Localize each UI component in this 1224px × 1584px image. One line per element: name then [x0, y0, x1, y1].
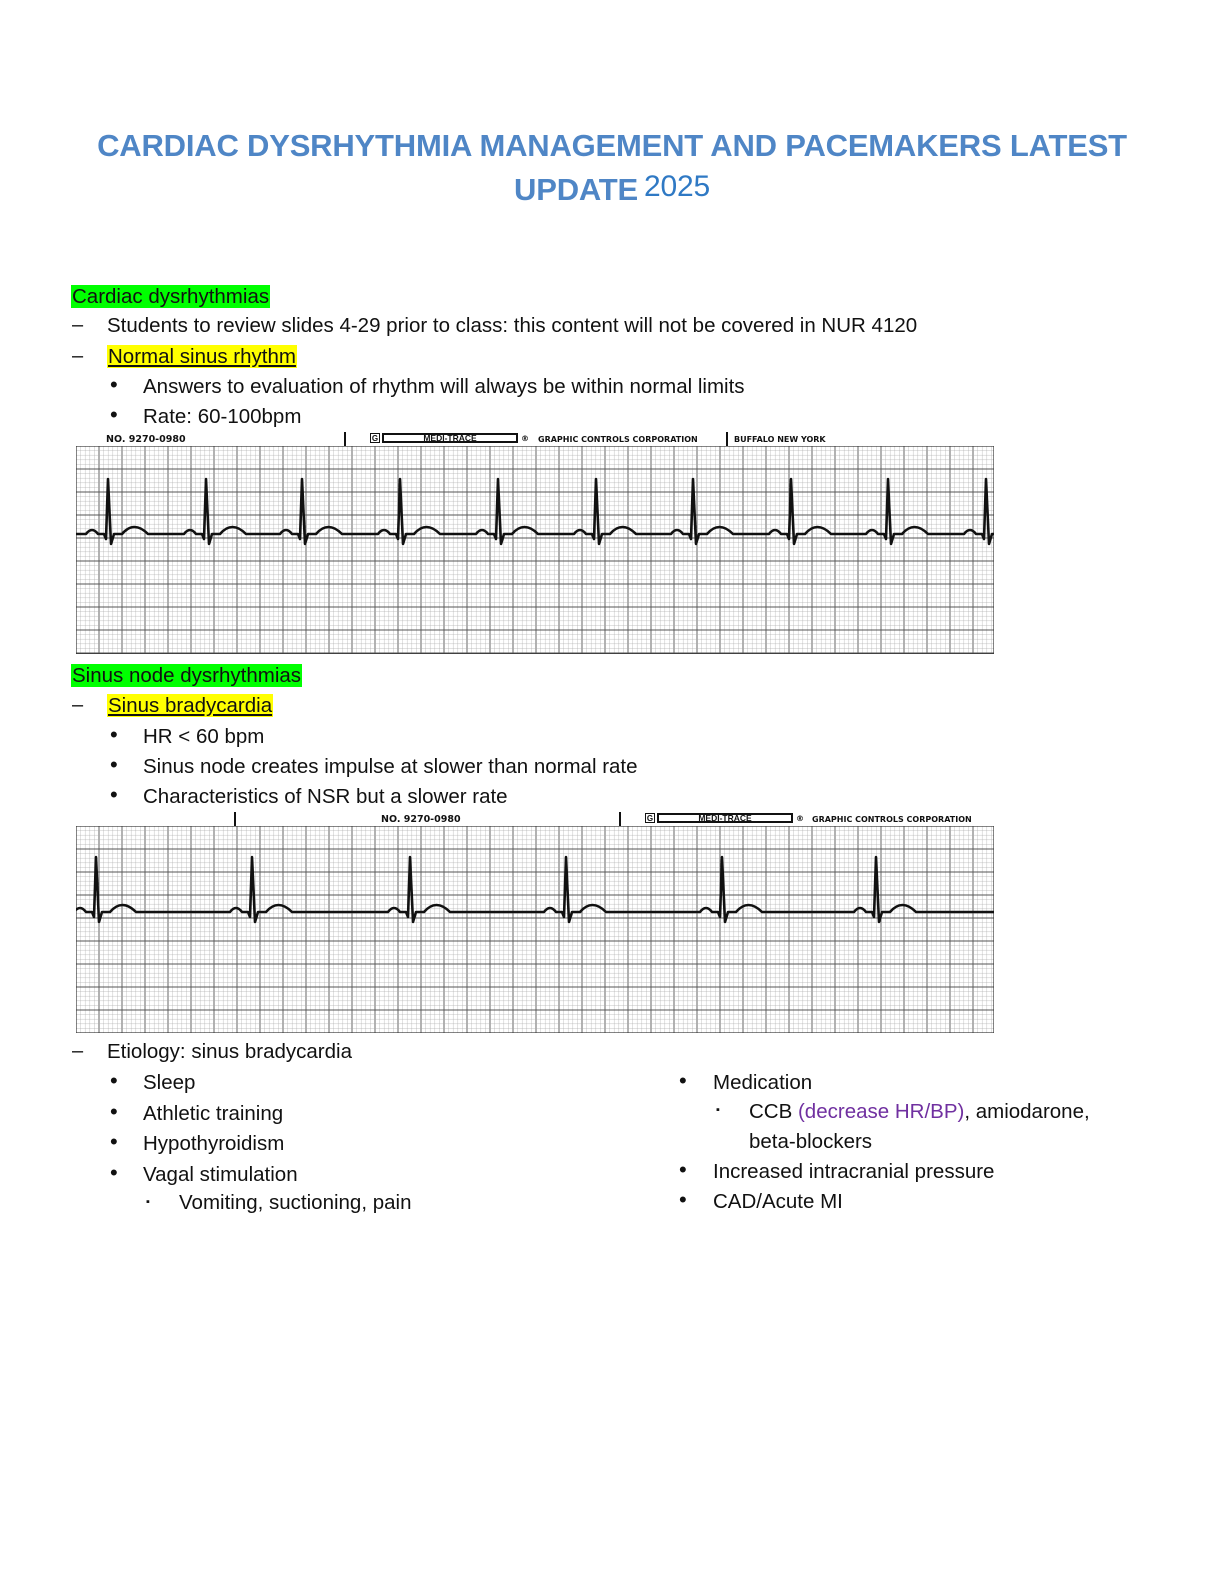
- square-marker: ▪: [146, 1196, 150, 1208]
- grid-lines: [76, 826, 994, 1033]
- strip1-city: BUFFALO NEW YORK: [734, 435, 826, 444]
- bullet-marker: •: [679, 1187, 687, 1212]
- brady-bullet-3: Characteristics of NSR but a slower rate: [143, 785, 508, 808]
- bullet-marker: •: [110, 782, 118, 807]
- dash-marker: –: [72, 1040, 84, 1062]
- title-update: UPDATE: [514, 172, 638, 207]
- ecg-strip-1-svg: [76, 446, 994, 654]
- grid-lines: [76, 446, 994, 654]
- ecg-strip-2-svg: [76, 826, 994, 1033]
- page-title: CARDIAC DYSRHYTHMIA MANAGEMENT AND PACEM…: [80, 124, 1144, 213]
- strip2-divider: [234, 812, 236, 826]
- bullet-marker: •: [110, 1129, 118, 1154]
- bullet-marker: •: [110, 752, 118, 777]
- bullet-marker: •: [110, 372, 118, 397]
- strip1-brand: MEDI-TRACE: [382, 433, 518, 443]
- vagal-sub: Vomiting, suctioning, pain: [179, 1191, 412, 1214]
- nsr-bullet-1: Answers to evaluation of rhythm will alw…: [143, 375, 745, 398]
- brady-bullet-1: HR < 60 bpm: [143, 725, 265, 748]
- dash-marker: –: [72, 694, 84, 716]
- heading-cardiac-dysrhythmias: Cardiac dysrhythmias: [71, 285, 271, 308]
- ecg-strip-normal-sinus: [76, 446, 994, 654]
- strip1-divider: [726, 432, 728, 446]
- brady-bullet-2: Sinus node creates impulse at slower tha…: [143, 755, 638, 778]
- etiology-medication: Medication: [713, 1071, 813, 1094]
- ccb-line: CCB (decrease HR/BP), amiodarone,: [749, 1100, 1090, 1123]
- etiology-left-3: Hypothyroidism: [143, 1132, 285, 1155]
- bullet-marker: •: [110, 1068, 118, 1093]
- etiology-label: Etiology: sinus bradycardia: [107, 1040, 352, 1063]
- bullet-marker: •: [679, 1157, 687, 1182]
- strip2-number: NO. 9270-0980: [381, 814, 461, 825]
- strip1-divider: [344, 432, 346, 446]
- strip2-divider: [619, 812, 621, 826]
- etiology-left-4: Vagal stimulation: [143, 1163, 298, 1186]
- ecg-strip-sinus-bradycardia: [76, 826, 994, 1033]
- etiology-left-1: Sleep: [143, 1071, 196, 1094]
- strip2-g-logo: G: [645, 813, 655, 823]
- strip2-reg: ®: [796, 814, 804, 823]
- ecg-trace: [76, 855, 994, 924]
- bullet-marker: •: [679, 1068, 687, 1093]
- strip1-reg: ®: [521, 434, 529, 443]
- strip1-g-logo: G: [370, 433, 380, 443]
- nsr-bullet-2: Rate: 60-100bpm: [143, 405, 302, 428]
- strip1-number: NO. 9270-0980: [106, 434, 186, 445]
- title-year: 2025: [644, 170, 710, 203]
- heading-sinus-node: Sinus node dysrhythmias: [71, 664, 303, 687]
- bullet-marker: •: [110, 1160, 118, 1185]
- strip1-company: GRAPHIC CONTROLS CORPORATION: [538, 435, 698, 444]
- strip2-company: GRAPHIC CONTROLS CORPORATION: [812, 815, 972, 824]
- strip2-brand: MEDI-TRACE: [657, 813, 793, 823]
- ccb-line-2: beta-blockers: [749, 1130, 873, 1153]
- ecg-trace: [76, 477, 994, 546]
- bullet-marker: •: [110, 402, 118, 427]
- review-note: Students to review slides 4-29 prior to …: [107, 314, 918, 337]
- ccb-purple-note: (decrease HR/BP): [797, 1100, 965, 1123]
- dash-marker: –: [72, 345, 84, 367]
- brady-label: Sinus bradycardia: [107, 694, 274, 717]
- etiology-right-cad: CAD/Acute MI: [713, 1190, 843, 1213]
- etiology-left-2: Athletic training: [143, 1102, 284, 1125]
- title-line-1: CARDIAC DYSRHYTHMIA MANAGEMENT AND PACEM…: [97, 128, 1127, 163]
- bullet-marker: •: [110, 1099, 118, 1124]
- bullet-marker: •: [110, 722, 118, 747]
- nsr-label: Normal sinus rhythm: [107, 345, 297, 368]
- dash-marker: –: [72, 314, 84, 336]
- square-marker: ▪: [716, 1104, 720, 1116]
- etiology-right-icp: Increased intracranial pressure: [713, 1160, 995, 1183]
